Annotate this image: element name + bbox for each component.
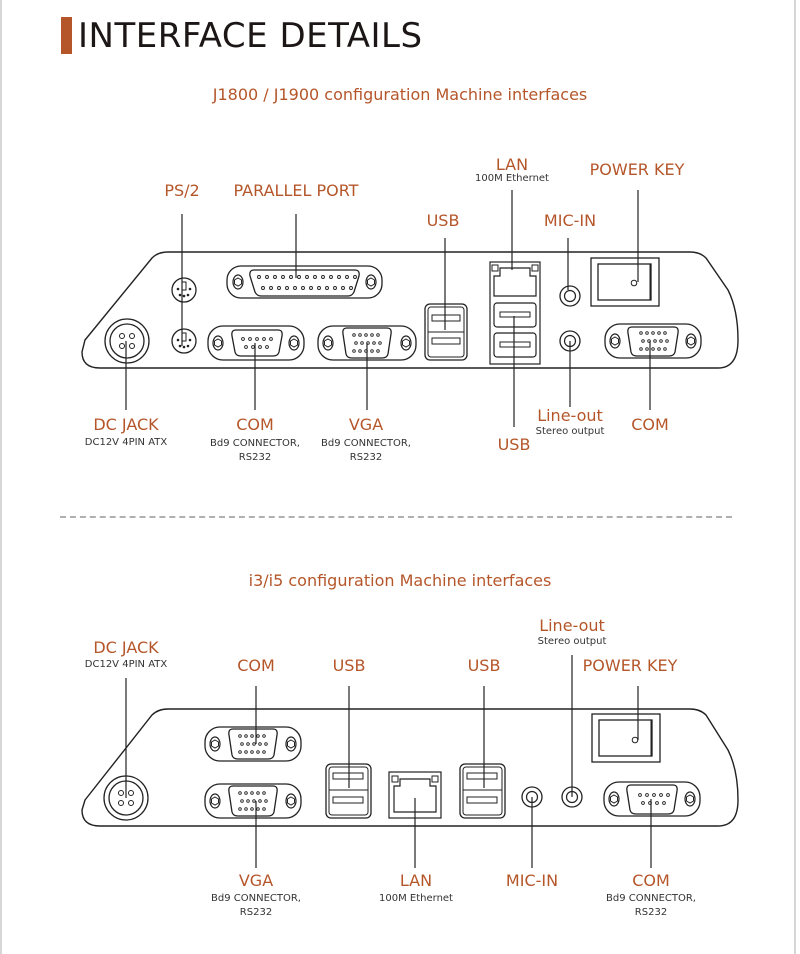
- label-com-right-sub1-s2: Bd9 CONNECTOR,: [606, 893, 696, 904]
- label-dc-jack: DC JACK: [93, 415, 159, 434]
- dc-jack-connector: [104, 318, 150, 364]
- label-power-key: POWER KEY: [589, 160, 685, 179]
- label-ps2: PS/2: [164, 181, 200, 200]
- label-mic-in-s2: MIC-IN: [505, 871, 559, 890]
- lan-usb-block: [489, 261, 541, 365]
- label-lan: LAN: [495, 155, 529, 174]
- page-title: INTERFACE DETAILS: [78, 16, 423, 56]
- label-vga-sub2: RS232: [349, 452, 383, 463]
- label-usb1-s2: USB: [332, 656, 366, 675]
- com-connector-s2-right: [603, 781, 701, 817]
- usb-double-port-s2-right: [459, 763, 506, 819]
- label-com-s2: COM: [237, 656, 275, 675]
- title-accent-bar: [61, 17, 72, 54]
- label-line-out: Line-out: [537, 406, 603, 425]
- label-vga-s2: VGA: [238, 871, 274, 890]
- label-dc-jack-sub: DC12V 4PIN ATX: [84, 437, 168, 448]
- label-com-left-sub1: Bd9 CONNECTOR,: [210, 438, 300, 449]
- label-dc-jack-s2: DC JACK: [93, 638, 159, 657]
- ps2-connector-top: [171, 277, 197, 303]
- label-com-left: COM: [236, 415, 274, 434]
- section2-leader-lines: [125, 655, 652, 868]
- power-key-switch: [590, 257, 660, 307]
- label-parallel-port: PARALLEL PORT: [233, 181, 359, 200]
- label-com-right-s2: COM: [632, 871, 670, 890]
- section1-heading: J1800 / J1900 configuration Machine inte…: [212, 85, 588, 104]
- label-lan-s2: LAN: [399, 871, 433, 890]
- label-com-right: COM: [631, 415, 669, 434]
- com-connector-left: [207, 325, 305, 361]
- i3i5-panel: [81, 708, 739, 827]
- usb-double-port-left: [424, 303, 468, 361]
- label-line-out-s2: Line-out: [539, 616, 605, 635]
- label-vga: VGA: [348, 415, 384, 434]
- label-com-right-sub2-s2: RS232: [634, 907, 668, 918]
- label-mic-in: MIC-IN: [543, 211, 597, 230]
- label-dc-jack-sub-s2: DC12V 4PIN ATX: [84, 659, 168, 670]
- label-usb2-s2: USB: [467, 656, 501, 675]
- label-power-key-s2: POWER KEY: [582, 656, 678, 675]
- label-lan-sub: 100M Ethernet: [475, 173, 549, 184]
- label-usb-bottom: USB: [497, 435, 531, 454]
- parallel-port-connector: [226, 265, 383, 299]
- label-line-out-sub: Stereo output: [535, 426, 605, 437]
- label-com-left-sub2: RS232: [238, 452, 272, 463]
- com-connector-s2: [204, 726, 302, 762]
- section1-leader-lines: [125, 190, 651, 427]
- label-vga-sub1: Bd9 CONNECTOR,: [321, 438, 411, 449]
- label-lan-sub-s2: 100M Ethernet: [379, 893, 453, 904]
- j1900-panel: [81, 251, 739, 369]
- ps2-connector-bottom: [171, 328, 197, 354]
- power-key-switch-s2: [591, 713, 661, 763]
- vga-connector-s2: [204, 783, 302, 819]
- section-divider: [60, 516, 732, 518]
- com-connector-right: [604, 323, 702, 359]
- label-vga-sub1-s2: Bd9 CONNECTOR,: [211, 893, 301, 904]
- label-line-out-sub-s2: Stereo output: [537, 636, 607, 647]
- section2-heading: i3/i5 configuration Machine interfaces: [248, 571, 552, 590]
- label-vga-sub2-s2: RS232: [239, 907, 273, 918]
- mic-in-jack: [559, 285, 581, 307]
- label-usb-top: USB: [426, 211, 460, 230]
